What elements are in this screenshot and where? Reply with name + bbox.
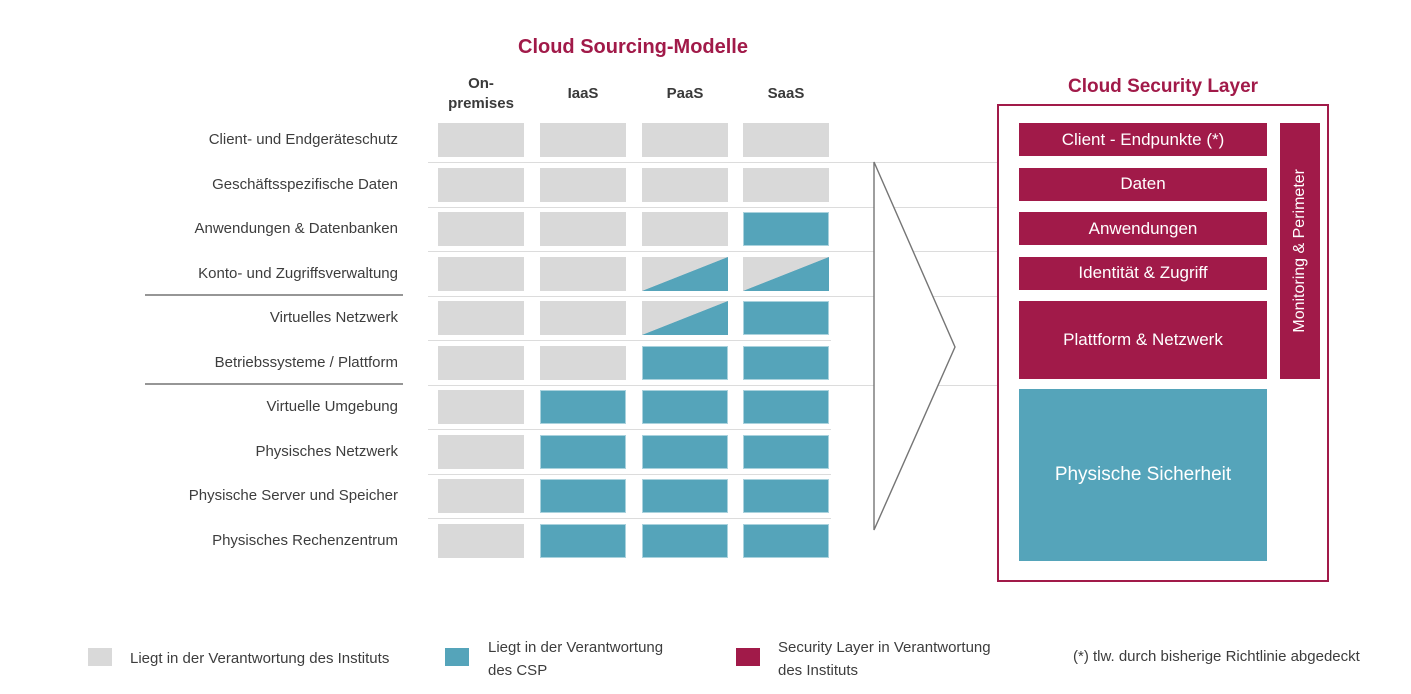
column-header-saas: SaaS [731, 66, 841, 122]
legend-label-line: Liegt in der Verantwortung des Instituts [130, 650, 390, 667]
matrix-cell [743, 212, 829, 246]
sourcing-title: Cloud Sourcing-Modelle [518, 36, 748, 58]
column-header-text: IaaS [567, 85, 599, 102]
matrix-cell [540, 434, 626, 469]
matrix-cell [743, 523, 829, 558]
column-header-text: SaaS [767, 85, 805, 102]
matrix-cell [540, 256, 626, 291]
column-header-paas: PaaS [630, 66, 740, 122]
row-divider-line [428, 251, 997, 252]
row-divider-line [428, 429, 831, 430]
matrix-cell [642, 345, 728, 380]
row-label-physisches-rechenzentrum: Physisches Rechenzentrum [212, 531, 398, 549]
matrix-cell [642, 212, 728, 246]
security-box-plattform-netzwerk: Plattform & Netzwerk [1019, 301, 1267, 379]
matrix-cell [743, 479, 829, 513]
legend-swatch-inst [88, 648, 112, 666]
legend-label-line: des Instituts [778, 662, 859, 679]
security-box-daten: Daten [1019, 167, 1267, 201]
legend-label: Security Layer in Verantwortung des Insti… [778, 636, 991, 682]
matrix-cell [540, 301, 626, 335]
row-divider-line [428, 473, 831, 475]
matrix-cell [540, 390, 626, 424]
security-box-anwendungen: Anwendungen [1019, 212, 1267, 245]
row-label-betriebssysteme-plattform: Betriebssysteme / Plattform [214, 353, 398, 371]
matrix-cell [438, 167, 524, 202]
matrix-cell [438, 390, 524, 424]
matrix-cell [642, 256, 728, 291]
matrix-cell [743, 434, 829, 469]
matrix-cell [540, 123, 626, 157]
matrix-cell [642, 123, 728, 157]
matrix-cell [438, 212, 524, 246]
matrix-cell [540, 523, 626, 558]
security-box-physische-sicherheit: Physische Sicherheit [1019, 388, 1267, 561]
row-divider-line [428, 384, 997, 386]
column-header-on-premises: On-premises [426, 66, 536, 122]
matrix-cell [438, 256, 524, 291]
row-divider-line [428, 518, 831, 519]
legend-label-line: Liegt in der Verantwortung [488, 639, 664, 656]
matrix-cell [438, 523, 524, 558]
monitoring-perimeter-bar: Monitoring & Perimeter [1280, 123, 1320, 379]
row-divider-line [428, 340, 831, 341]
matrix-cell [743, 167, 829, 202]
legend-swatch-csp [445, 648, 469, 666]
row-label-virtuelle-umgebung: Virtuelle Umgebung [266, 398, 398, 415]
row-label-physisches-netzwerk: Physisches Netzwerk [255, 442, 398, 460]
label-separator-line [145, 382, 403, 385]
matrix-cell [438, 123, 524, 157]
column-header-iaas: IaaS [528, 66, 638, 122]
matrix-cell [438, 434, 524, 469]
matrix-cell [540, 479, 626, 513]
row-divider-line [428, 162, 997, 163]
security-box-client-endpunkte: Client - Endpunkte (*) [1019, 123, 1267, 156]
matrix-cell [438, 345, 524, 380]
legend-label: Liegt in der Verantwortung des Instituts [130, 647, 389, 670]
row-label-gesch-ftsspezifische-daten: Geschäftsspezifische Daten [212, 175, 398, 193]
matrix-cell [540, 167, 626, 202]
column-header-text: premises [448, 95, 514, 112]
matrix-cell [743, 256, 829, 291]
mapping-arrow [873, 161, 956, 531]
matrix-cell [642, 301, 728, 335]
footnote: (*) tlw. durch bisherige Richtlinie abge… [1073, 648, 1360, 665]
matrix-cell [642, 434, 728, 469]
legend-label-line: Security Layer in Verantwortung [778, 639, 991, 656]
column-header-text: PaaS [666, 85, 704, 102]
matrix-cell [540, 345, 626, 380]
row-divider-line [428, 206, 997, 208]
matrix-cell [642, 479, 728, 513]
security-box-identit-t-zugriff: Identität & Zugriff [1019, 256, 1267, 290]
matrix-cell [540, 212, 626, 246]
matrix-cell [642, 523, 728, 558]
matrix-cell [743, 390, 829, 424]
legend-swatch-security [736, 648, 760, 666]
row-label-virtuelles-netzwerk: Virtuelles Netzwerk [269, 309, 398, 326]
matrix-cell [743, 123, 829, 157]
row-label-physische-server-und-speicher: Physische Server und Speicher [188, 487, 398, 504]
row-divider-line [428, 295, 997, 297]
row-label-konto-und-zugriffsverwaltung: Konto- und Zugriffsverwaltung [198, 264, 398, 282]
matrix-cell [642, 390, 728, 424]
matrix-cell [438, 479, 524, 513]
monitoring-perimeter-label: Monitoring & Perimeter [1291, 169, 1308, 333]
row-label-anwendungen-datenbanken: Anwendungen & Datenbanken [194, 220, 399, 237]
label-separator-line [145, 293, 403, 296]
matrix-cell [743, 301, 829, 335]
security-layer-title: Cloud Security Layer [1067, 76, 1259, 97]
row-label-client-und-endger-teschutz: Client- und Endgeräteschutz [208, 131, 398, 148]
matrix-cell [642, 167, 728, 202]
legend-label-line: des CSP [488, 662, 548, 679]
legend-label: Liegt in der Verantwortung des CSP [488, 636, 663, 682]
matrix-cell [438, 301, 524, 335]
column-header-text: On- [468, 75, 494, 92]
matrix-cell [743, 345, 829, 380]
